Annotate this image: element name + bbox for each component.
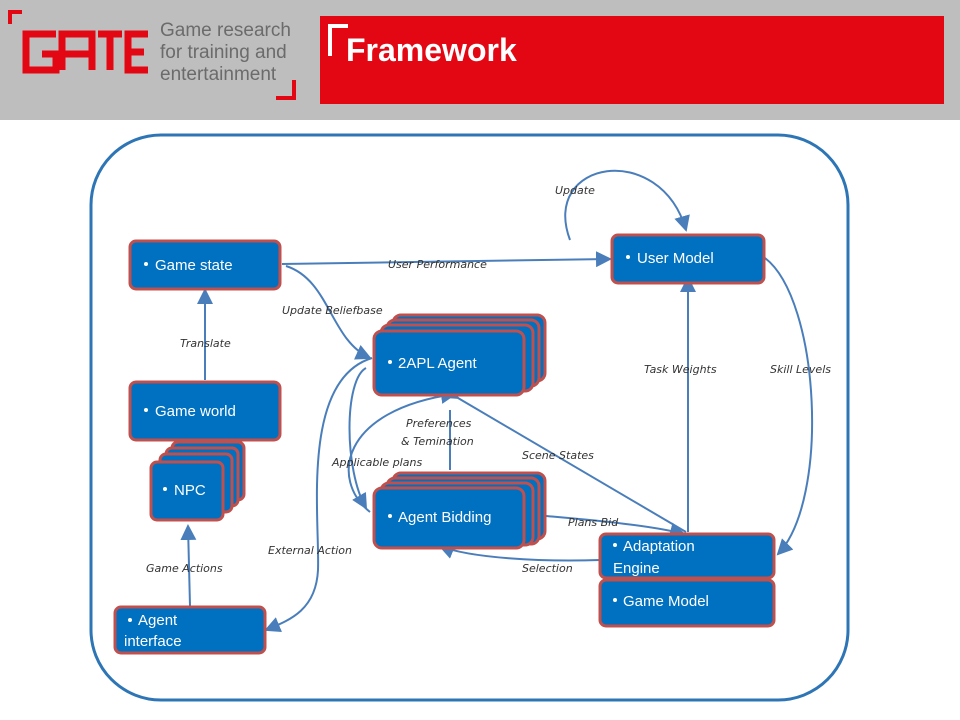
node-label-user-model: User Model (637, 250, 714, 267)
node-label-game-state: Game state (155, 257, 233, 274)
edge-label-update-beliefbase: Update Beliefbase (282, 304, 383, 317)
edge-game-actions (180, 524, 197, 607)
logo-brackets (8, 10, 22, 24)
edge-label-selection: Selection (522, 562, 573, 575)
edges (180, 169, 813, 633)
node-label-agent-interface-line1: Agent (138, 612, 178, 629)
edge-scene-states (441, 384, 687, 533)
gate-logo (8, 10, 148, 74)
node-game-state: Game state (128, 239, 282, 291)
node-label-adaptation-engine-line1: Adaptation (623, 538, 695, 555)
title-banner (320, 16, 944, 104)
page-title: Framework (346, 32, 517, 68)
node-label-game-model: Game Model (623, 593, 709, 610)
node-game-model: Game Model (598, 578, 776, 628)
edge-update-beliefbase (285, 265, 372, 360)
node-user-model: User Model (610, 233, 766, 285)
edge-applicable-plans (348, 367, 368, 510)
edge-user-performance (281, 251, 612, 268)
edge-label-plans-bid: Plans Bid (568, 516, 619, 529)
diagram-frame (89, 133, 850, 702)
node-label-2apl-agent: 2APL Agent (398, 355, 478, 372)
node-npc-stack: NPC (149, 440, 246, 522)
edge-label-user-performance: User Performance (388, 258, 487, 271)
edge-label-external-action: External Action (268, 544, 352, 557)
node-label-adaptation-engine-line2: Engine (613, 560, 660, 577)
edge-update (564, 169, 690, 241)
edge-label-update: Update (555, 184, 595, 197)
node-label-npc: NPC (174, 482, 206, 499)
edge-external-action (264, 357, 373, 633)
node-game-world: Game world (128, 380, 282, 442)
edge-label-skill-levels: Skill Levels (770, 363, 831, 376)
node-adaptation-engine: Adaptation Engine (598, 532, 776, 580)
edge-label-game-actions: Game Actions (146, 562, 223, 575)
logo-tagline: Game research for training and entertain… (160, 20, 291, 85)
edge-plans-bid (545, 515, 686, 539)
edge-label-preferences: Preferences (406, 417, 472, 430)
node-2apl-agent-stack: 2APL Agent (372, 313, 547, 397)
edge-label-termination: & Temination (401, 435, 474, 448)
node-label-agent-bidding: Agent Bidding (398, 509, 491, 526)
logo-corner-bracket (276, 80, 296, 100)
edge-selection (438, 543, 601, 562)
edge-label-scene-states: Scene States (522, 449, 594, 462)
node-label-agent-interface-line2: interface (124, 633, 182, 650)
edge-label-task-weights: Task Weights (644, 363, 717, 376)
title-bracket (328, 24, 348, 56)
edge-skill-levels (764, 257, 813, 556)
edge-label-translate: Translate (180, 337, 231, 350)
node-label-game-world: Game world (155, 403, 236, 420)
node-agent-bidding-stack: Agent Bidding (372, 471, 547, 550)
node-agent-interface: Agent interface (113, 605, 267, 655)
logo-glyphs (22, 30, 148, 74)
edge-label-applicable-plans: Applicable plans (331, 456, 422, 469)
